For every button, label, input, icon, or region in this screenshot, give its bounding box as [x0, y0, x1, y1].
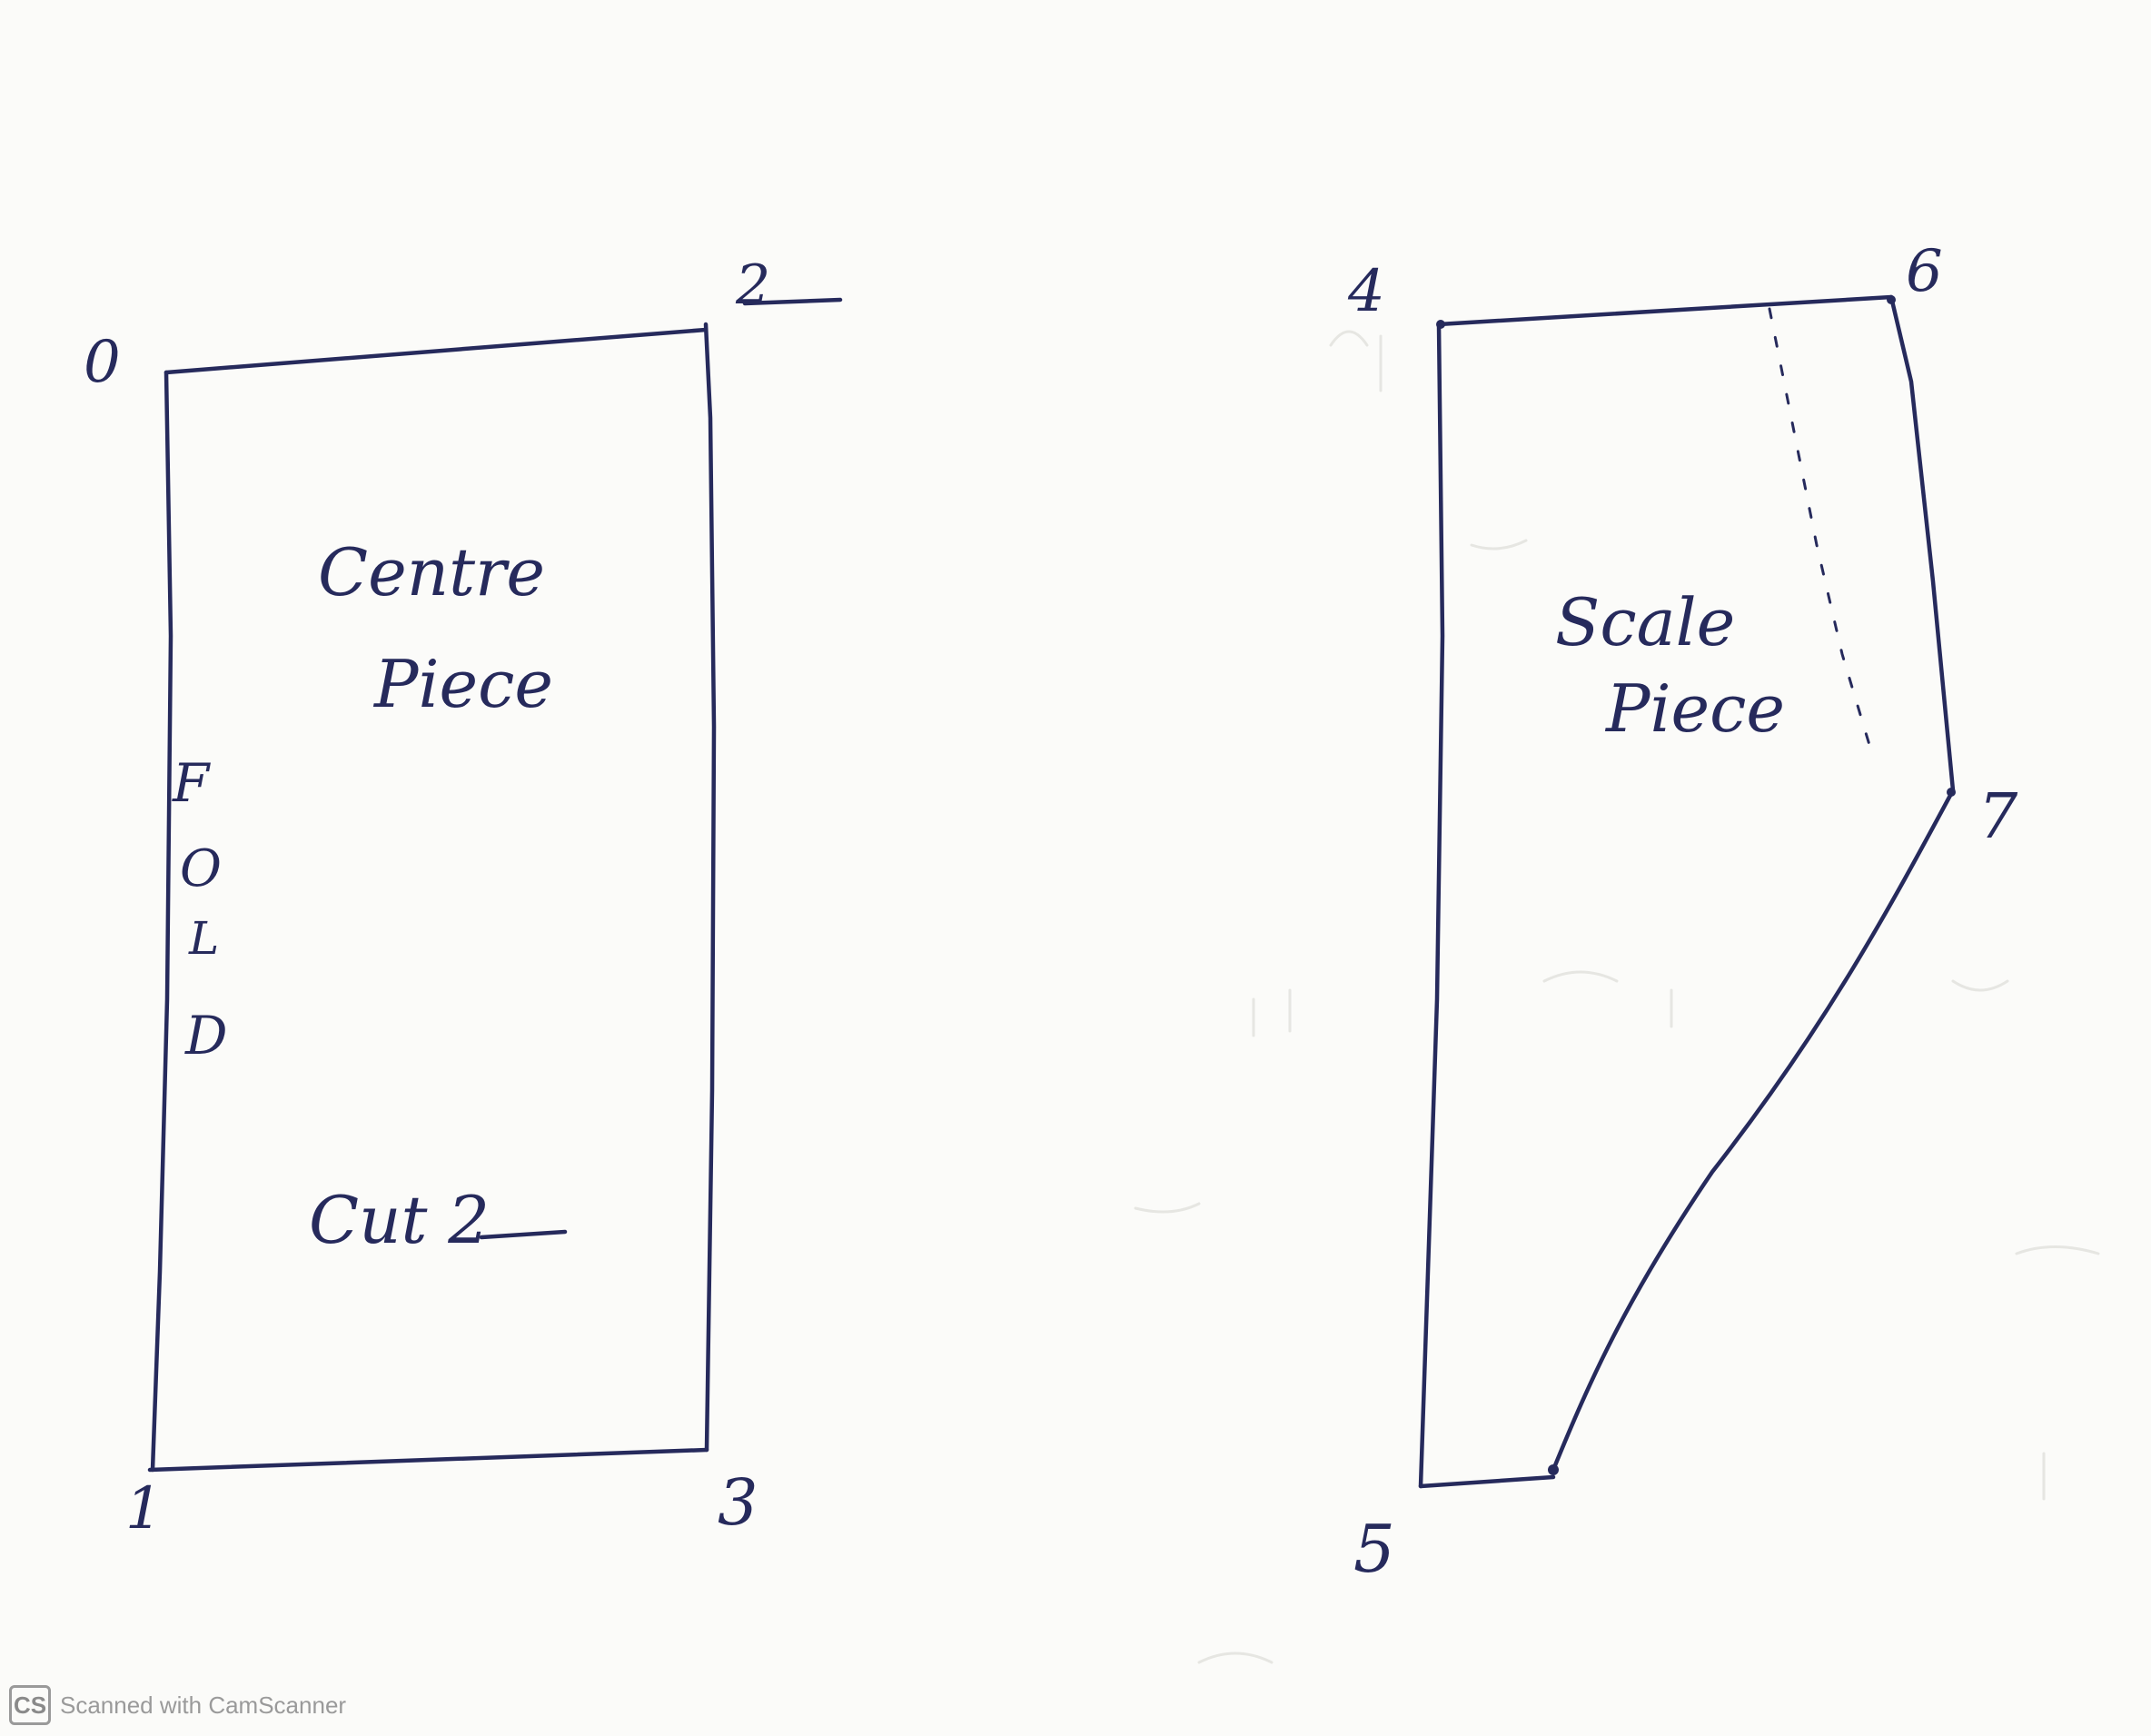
centre-piece-top-edge: [164, 327, 709, 375]
point-marker-7: [1947, 788, 1956, 797]
fold-letter-l: L: [188, 912, 219, 965]
fold-letter-f: F: [172, 752, 211, 814]
point-label-0: 0: [84, 329, 121, 396]
fold-letter-o: O: [180, 839, 222, 898]
camscanner-text: Scanned with CamScanner: [60, 1691, 347, 1719]
centre-piece-label-line2: Piece: [372, 646, 553, 722]
point-label-1: 1: [125, 1475, 163, 1543]
point-markers: [1436, 295, 1956, 1475]
point-marker-curve: [1548, 1464, 1559, 1475]
centre-piece-left-edge: [150, 370, 173, 1473]
point-label-5: 5: [1353, 1511, 1395, 1587]
scale-piece-curved-edge: [1551, 788, 1956, 1473]
point-label-7: 7: [1978, 781, 2018, 853]
centre-piece-label-line1: Centre: [318, 534, 545, 610]
show-through-marks: [1134, 330, 2100, 1664]
point-label-3: 3: [718, 1465, 758, 1540]
cut-note: Cut 2: [309, 1182, 490, 1258]
centre-piece-right-edge: [703, 322, 717, 1453]
scale-piece-bottom-edge: [1418, 1474, 1556, 1489]
centre-piece-bottom-edge: [147, 1447, 709, 1473]
fold-letter-d: D: [184, 1005, 228, 1066]
cut-note-underline: [479, 1229, 568, 1240]
camscanner-watermark: CS Scanned with CamScanner: [9, 1685, 346, 1725]
camscanner-logo: CS: [9, 1685, 51, 1725]
scale-piece-label-line2: Piece: [1604, 670, 1785, 747]
scale-piece-outline: [1418, 294, 1956, 1489]
point-2-tick: [742, 297, 843, 306]
scale-piece-top-edge: [1436, 294, 1894, 327]
point-marker-4: [1436, 320, 1445, 329]
scale-piece-left-edge: [1418, 322, 1445, 1489]
scale-piece-right-edge: [1888, 294, 1956, 793]
point-label-6: 6: [1906, 238, 1943, 305]
centre-piece-outline: [147, 297, 843, 1473]
fold-label: F O L D: [172, 752, 228, 1066]
point-label-2: 2: [735, 253, 770, 317]
scale-piece-label-line1: Scale: [1555, 584, 1735, 660]
point-marker-6: [1887, 295, 1896, 304]
scale-piece-dashed-guide: [1768, 307, 1871, 747]
point-label-4: 4: [1347, 258, 1385, 325]
